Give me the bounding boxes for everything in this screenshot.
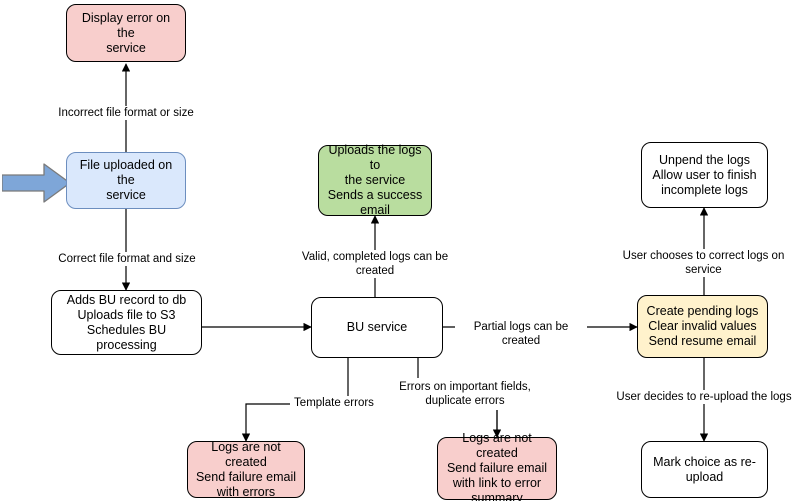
node-mark-choice-reupload[interactable]: Mark choice as re- upload xyxy=(641,441,768,498)
edge-label-correct-file-format: Correct file format and size xyxy=(52,252,202,266)
node-bu-service[interactable]: BU service xyxy=(311,297,443,358)
node-logs-not-created-template[interactable]: Logs are not created Send failure email … xyxy=(187,440,305,499)
node-create-pending-logs[interactable]: Create pending logs Clear invalid values… xyxy=(637,295,768,358)
node-logs-not-created-summary[interactable]: Logs are not created Send failure email … xyxy=(437,431,557,501)
node-adds-bu-record[interactable]: Adds BU record to db Uploads file to S3 … xyxy=(51,290,202,355)
edge-label-user-corrects-logs: User chooses to correct logs on service xyxy=(606,249,801,277)
edge-label-template-errors: Template errors xyxy=(290,396,378,410)
edge-label-partial-logs: Partial logs can be created xyxy=(455,320,587,348)
edge-label-important-field-errors: Errors on important fields, duplicate er… xyxy=(392,380,538,408)
node-file-uploaded[interactable]: File uploaded on the service xyxy=(66,152,186,209)
edge-label-valid-completed-logs: Valid, completed logs can be created xyxy=(281,250,469,278)
node-unpend-logs[interactable]: Unpend the logs Allow user to finish inc… xyxy=(641,142,768,208)
node-uploads-logs[interactable]: Uploads the logs to the service Sends a … xyxy=(318,143,432,217)
edge-label-user-reuploads: User decides to re-upload the logs xyxy=(612,390,796,404)
edge-label-incorrect-file-format: Incorrect file format or size xyxy=(49,106,203,120)
node-display-error[interactable]: Display error on the service xyxy=(66,4,186,62)
entry-arrow-icon xyxy=(2,163,71,203)
